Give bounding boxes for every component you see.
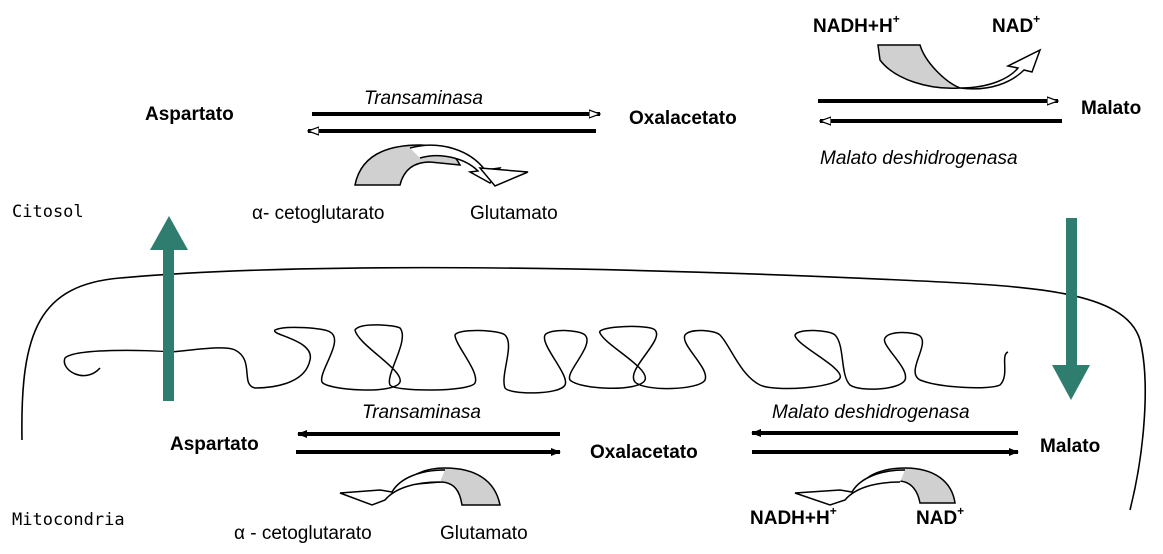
mit-nad-label: NAD+ (916, 508, 964, 530)
cyt-nad-label: NAD+ (992, 16, 1040, 38)
mit-mdh-cofactor-arrow (795, 468, 955, 505)
cyt-malate-label: Malato (1081, 98, 1141, 120)
cyt-aspartate-label: Aspartato (145, 104, 234, 126)
mit-glutamate-label: Glutamato (440, 523, 528, 545)
cyt-transaminase-label: Transaminasa (364, 88, 483, 110)
mit-nadh-label: NADH+H+ (750, 508, 837, 530)
cyt-oxaloacetate-label: Oxalacetato (629, 108, 737, 130)
mitochondria-compartment-label: Mitocondria (12, 510, 125, 530)
transport-arrow-malate (1052, 218, 1090, 400)
cyt-glutamate-label: Glutamato (470, 203, 558, 225)
cyt-nadh-label: NADH+H+ (813, 16, 900, 38)
mit-mdh-label: Malato deshidrogenasa (772, 402, 970, 424)
cytosol-compartment-label: Citosol (12, 202, 84, 222)
outer-membrane (22, 268, 1145, 510)
mit-aspartate-label: Aspartato (170, 434, 259, 456)
mit-transaminase-cofactor-arrow (340, 468, 500, 505)
cyt-mdh-cofactor-arrow (878, 45, 1040, 89)
cyt-mdh-label: Malato deshidrogenasa (820, 148, 1018, 170)
inner-membrane (64, 325, 1008, 393)
cyt-transaminase-cofactor-arrow (355, 145, 528, 186)
transport-arrow-aspartate (150, 216, 188, 401)
mit-oxaloacetate-label: Oxalacetato (590, 442, 698, 464)
cyt-alpha-ketoglutarate-label: α- cetoglutarato (252, 203, 384, 225)
mit-malate-label: Malato (1040, 436, 1100, 458)
mit-transaminase-label: Transaminasa (362, 402, 481, 424)
mit-alpha-ketoglutarate-label: α - cetoglutarato (234, 523, 372, 545)
